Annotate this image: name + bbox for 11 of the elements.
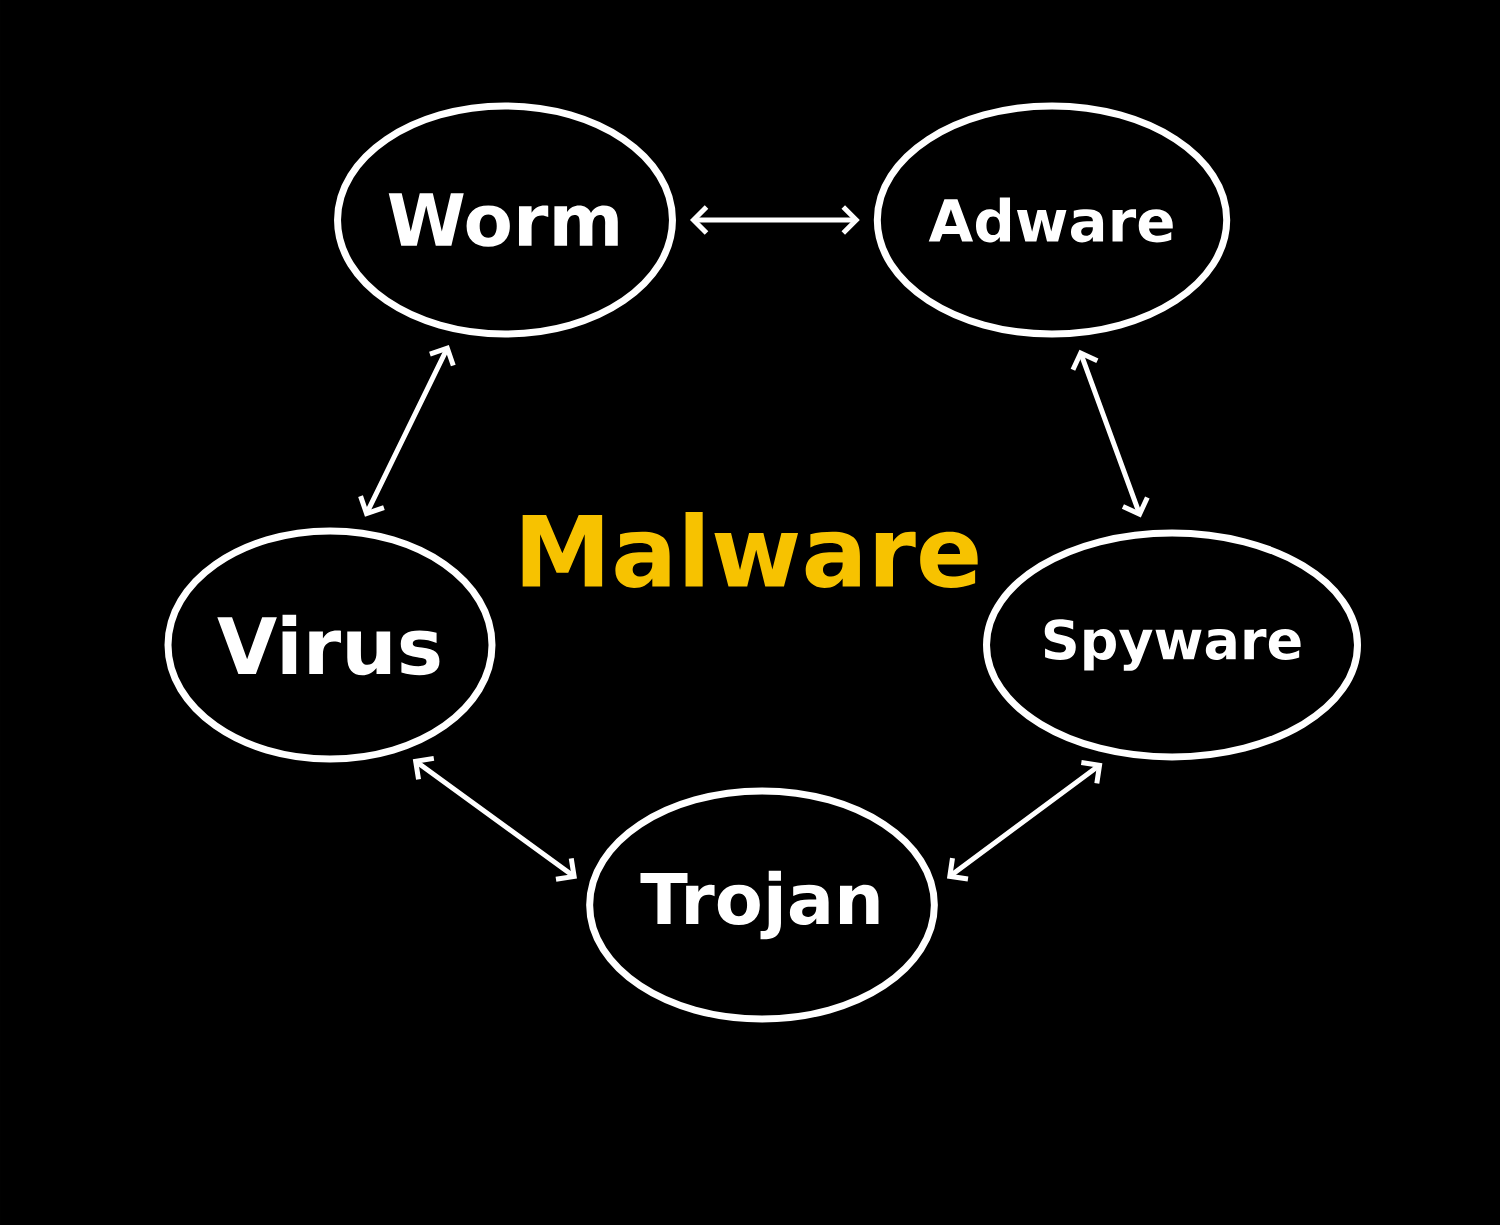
oval-node: Trojan <box>586 787 938 1023</box>
oval-node: Virus <box>164 527 496 763</box>
oval-node: Spyware <box>983 529 1361 761</box>
oval-node: Worm <box>334 102 676 338</box>
double-arrow <box>946 760 1103 882</box>
oval-node: Adware <box>873 102 1231 338</box>
double-arrow <box>358 344 456 517</box>
double-arrow <box>690 205 860 235</box>
double-arrow <box>412 755 577 882</box>
double-arrow <box>1070 349 1150 518</box>
title: Malware <box>522 512 978 588</box>
